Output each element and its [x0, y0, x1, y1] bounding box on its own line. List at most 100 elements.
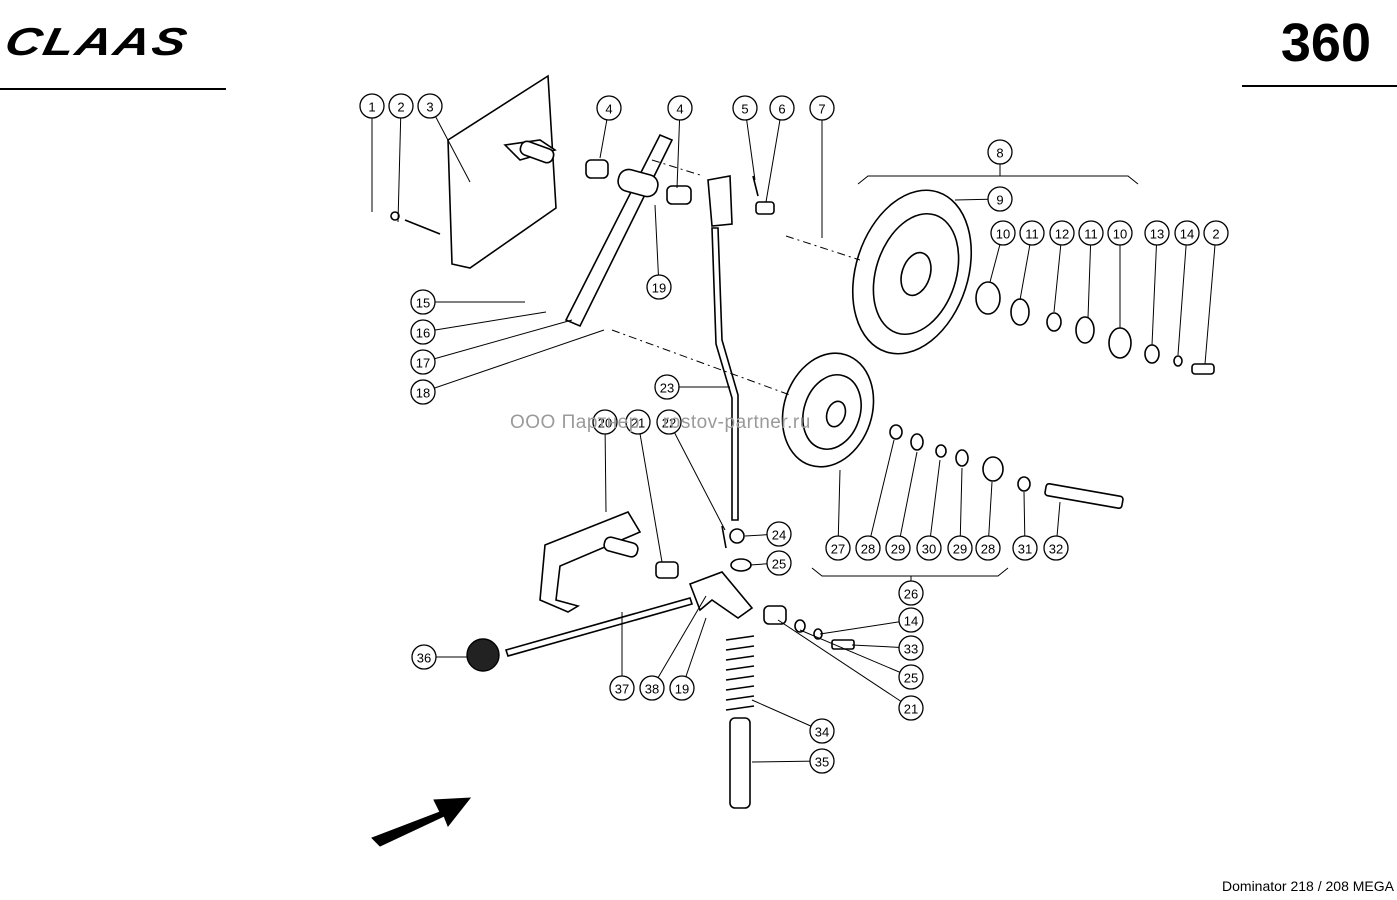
callout-leader	[1177, 232, 1188, 356]
callout-number: 10	[1113, 227, 1127, 242]
callout-circle	[1019, 220, 1045, 246]
callout-circle	[1043, 535, 1069, 561]
callout-number: 21	[631, 416, 645, 431]
part-callout-4: 4	[596, 95, 622, 159]
part-callout-21: 21	[777, 619, 924, 721]
watermark: ООО Партнер rostov-partner.ru	[510, 412, 811, 433]
callout-number: 24	[772, 528, 786, 543]
callout-leader	[422, 319, 573, 363]
callout-leader	[429, 105, 471, 183]
part-callout-9: 9	[954, 186, 1013, 212]
callout-circle	[1174, 220, 1200, 246]
callout-circle	[388, 93, 414, 119]
callout-circle	[656, 409, 682, 435]
callout-circle	[809, 748, 835, 774]
callout-number: 31	[1018, 542, 1032, 557]
callout-number: 29	[891, 542, 905, 557]
callout-circle	[411, 644, 437, 670]
callout-leader	[668, 421, 726, 531]
callout-number: 6	[778, 102, 785, 117]
callout-number: 20	[598, 416, 612, 431]
callout-circle	[766, 521, 792, 547]
callout-circle	[990, 220, 1016, 246]
model-footer: Dominator 218 / 208 MEGA	[1222, 878, 1394, 894]
callout-leader	[1204, 232, 1217, 365]
bracket	[539, 511, 642, 613]
callout-leader	[819, 619, 912, 635]
tension-rod	[711, 227, 739, 521]
part-callout-38: 38	[639, 595, 707, 701]
part-callout-15: 15	[410, 289, 525, 315]
callout-circle	[410, 379, 436, 405]
part-callout-25: 25	[749, 550, 792, 576]
callout-number: 18	[416, 386, 430, 401]
callout-number: 12	[1055, 227, 1069, 242]
callout-circle	[898, 635, 924, 661]
part-callout-6: 6	[765, 95, 795, 203]
callout-leader	[867, 439, 895, 549]
callout-circle	[987, 139, 1013, 165]
callout-circle	[947, 535, 973, 561]
callout-circle	[855, 535, 881, 561]
part-callout-21: 21	[625, 409, 663, 563]
part-callout-20: 20	[592, 409, 618, 513]
callout-circle	[898, 664, 924, 690]
callout-number: 32	[1049, 542, 1063, 557]
part-callout-11: 11	[1019, 220, 1045, 301]
callout-leader	[397, 105, 402, 223]
part-callout-16: 16	[410, 311, 547, 345]
callout-number: 35	[815, 755, 829, 770]
callout-circle	[769, 95, 795, 121]
callout-number: 15	[416, 296, 430, 311]
callout-circle	[592, 409, 618, 435]
callout-circle	[1012, 535, 1038, 561]
callout-number: 7	[818, 102, 825, 117]
callout-number: 2	[1212, 227, 1219, 242]
direction-arrow	[371, 797, 472, 847]
spring	[725, 635, 755, 711]
header-rule-right	[1242, 85, 1397, 87]
callout-circle	[898, 580, 924, 606]
callout-number: 21	[904, 702, 918, 717]
callout-leader	[777, 619, 912, 709]
callout-circle	[654, 374, 680, 400]
callout-leader	[651, 595, 707, 689]
callout-circle	[639, 675, 665, 701]
callout-number: 1	[368, 100, 375, 115]
callout-leader	[765, 107, 783, 203]
clevis	[707, 175, 733, 227]
callout-number: 23	[660, 381, 674, 396]
knob	[466, 638, 500, 672]
callout-leader	[637, 421, 663, 563]
part-callout-2: 2	[388, 93, 414, 223]
callout-leader	[928, 459, 941, 549]
callout-circle	[766, 550, 792, 576]
callout-leader	[751, 699, 823, 732]
callout-number: 19	[675, 682, 689, 697]
callout-leader	[837, 469, 841, 549]
callout-circle	[809, 95, 835, 121]
control-rod	[504, 597, 694, 657]
part-callout-28: 28	[975, 481, 1001, 561]
part-callout-1: 1	[359, 93, 385, 212]
parts-artwork	[371, 74, 1215, 847]
part-callout-31: 31	[1012, 491, 1038, 561]
part-callout-24: 24	[744, 521, 792, 547]
callout-circle	[1107, 220, 1133, 246]
callout-number: 25	[772, 557, 786, 572]
callout-number: 9	[996, 193, 1003, 208]
callout-number: 29	[953, 542, 967, 557]
callout-circle	[987, 186, 1013, 212]
part-callout-30: 30	[916, 459, 942, 561]
part-callout-34: 34	[751, 699, 835, 744]
callout-circle	[410, 319, 436, 345]
part-callout-27: 27	[825, 469, 851, 561]
part-callout-8: 8	[987, 139, 1013, 176]
callout-circle	[646, 274, 672, 300]
pivot-block	[688, 571, 754, 619]
part-callout-25: 25	[799, 629, 924, 690]
callout-circle	[596, 95, 622, 121]
callout-circle	[410, 289, 436, 315]
